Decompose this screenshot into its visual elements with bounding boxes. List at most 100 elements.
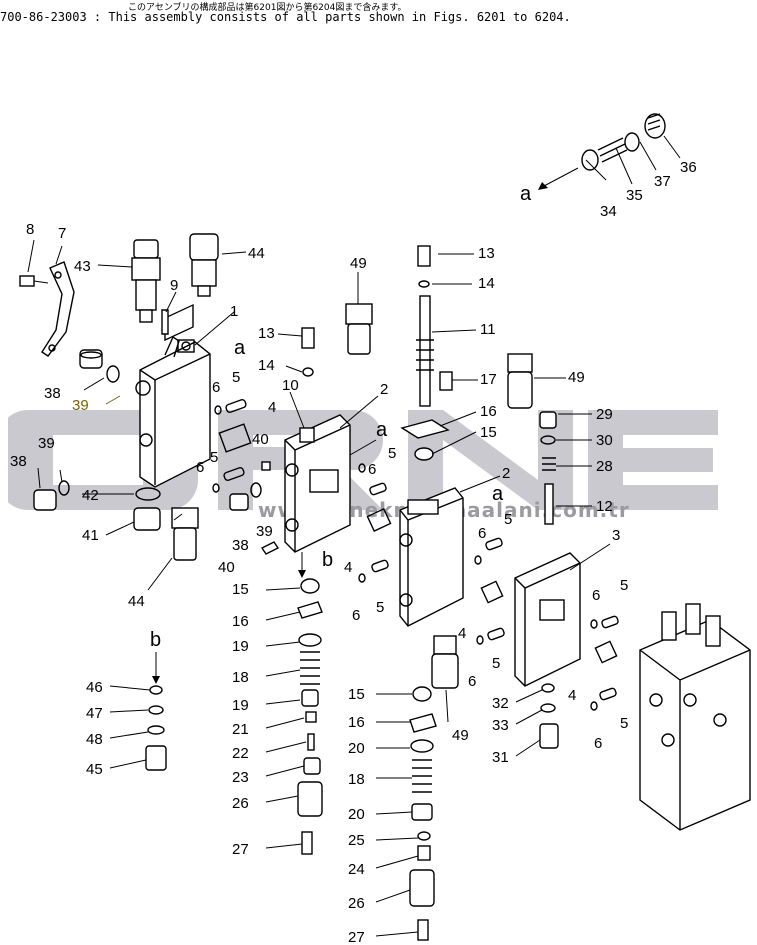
- valve-section-2: [284, 414, 351, 553]
- callout-14-a: 14: [258, 357, 275, 374]
- callout-10: 10: [282, 377, 299, 394]
- ref-a-3: a: [492, 483, 504, 505]
- callout-43: 43: [74, 258, 91, 275]
- callout-6-e: 6: [478, 525, 486, 542]
- callout-14-b: 14: [478, 275, 495, 292]
- callout-4-b: 4: [344, 559, 352, 576]
- callout-18-a: 18: [232, 669, 249, 686]
- ref-a-4: a: [520, 183, 532, 205]
- callout-9: 9: [170, 277, 178, 294]
- callout-3: 3: [612, 527, 620, 544]
- assembled-valve-thumbnail: [639, 603, 751, 831]
- callout-5-f: 5: [492, 655, 500, 672]
- callout-15-a: 15: [480, 424, 497, 441]
- callout-25: 25: [348, 832, 365, 849]
- callout-32: 32: [492, 695, 509, 712]
- callout-38-a: 38: [44, 385, 61, 402]
- callout-26-b: 26: [348, 895, 365, 912]
- callout-49-c: 49: [452, 727, 469, 744]
- callout-5-c: 5: [388, 445, 396, 462]
- callout-6-b: 6: [196, 459, 204, 476]
- callout-29: 29: [596, 406, 613, 423]
- callout-17: 17: [480, 371, 497, 388]
- callout-19-a: 19: [232, 638, 249, 655]
- callout-20-a: 20: [348, 740, 365, 757]
- callout-6-g: 6: [592, 587, 600, 604]
- callout-28: 28: [596, 458, 613, 475]
- callout-40-b: 40: [218, 559, 235, 576]
- callout-45: 45: [86, 761, 103, 778]
- callout-34: 34: [600, 203, 617, 220]
- callout-16-a: 16: [480, 403, 497, 420]
- plug-38-upper: [79, 349, 103, 369]
- callout-38-b: 38: [10, 453, 27, 470]
- valve-section-2-right: [399, 487, 464, 627]
- callout-30: 30: [596, 432, 613, 449]
- valve-49-upper-right: [507, 353, 533, 409]
- callout-6-f: 6: [468, 673, 476, 690]
- oring-39-upper: [106, 365, 120, 383]
- relief-assembly-34-37: [581, 113, 666, 171]
- ref-a-2: a: [376, 419, 388, 441]
- callout-27-a: 27: [232, 841, 249, 858]
- leader-lines: [27, 135, 681, 937]
- callout-16-c: 16: [348, 714, 365, 731]
- callout-42: 42: [82, 487, 99, 504]
- oring-42: [135, 487, 161, 501]
- callout-4-a: 4: [268, 399, 276, 416]
- ref-b-1: b: [322, 549, 333, 571]
- callout-23: 23: [232, 769, 249, 786]
- ref-a-1: a: [234, 337, 246, 359]
- valve-body-1: [135, 303, 211, 488]
- callout-35: 35: [626, 187, 643, 204]
- valve-section-3: [514, 552, 581, 687]
- callout-40-a: 40: [252, 431, 269, 448]
- callout-7: 7: [58, 225, 66, 242]
- relief-valve-44-lower: [171, 507, 199, 561]
- spool-stack-left: [297, 578, 323, 855]
- callout-5-h: 5: [620, 715, 628, 732]
- callout-44-a: 44: [248, 245, 265, 262]
- callout-5-a: 5: [232, 369, 240, 386]
- callout-15-b: 15: [232, 581, 249, 598]
- callout-6-c: 6: [368, 461, 376, 478]
- callout-16-b: 16: [232, 613, 249, 630]
- plug-stack-45-48: [145, 685, 167, 771]
- callout-4-d: 4: [568, 687, 576, 704]
- callout-39-a: 39: [72, 397, 89, 414]
- japanese-note: このアセンブリの構成部品は第6201図から第6204図まで含みます。: [128, 3, 407, 13]
- callout-39-c: 39: [256, 523, 273, 540]
- ref-b-2: b: [150, 629, 161, 651]
- callout-11: 11: [480, 321, 496, 338]
- callout-18-b: 18: [348, 771, 365, 788]
- callout-labels: 1 2 2 3 4 4 4 4 5 5 5 5 5 5 5 5 6 6 6 6 …: [10, 159, 697, 945]
- callout-21: 21: [232, 721, 249, 738]
- bolt-8: [19, 275, 49, 287]
- callout-47: 47: [86, 705, 103, 722]
- callout-27-b: 27: [348, 929, 365, 945]
- callout-33: 33: [492, 717, 509, 734]
- relief-valve-44-upper: [189, 233, 219, 297]
- callout-1: 1: [230, 303, 238, 320]
- callout-44-b: 44: [128, 593, 145, 610]
- callout-38-c: 38: [232, 537, 249, 554]
- spool-11: [416, 245, 434, 407]
- callout-5-d: 5: [376, 599, 384, 616]
- callout-49-a: 49: [350, 255, 367, 272]
- valve-49-left: [345, 303, 373, 355]
- callout-5-e: 5: [504, 511, 512, 528]
- callout-37: 37: [654, 173, 671, 190]
- callout-15-c: 15: [348, 686, 365, 703]
- valve-49-lower-right: [431, 635, 459, 689]
- callout-49-b: 49: [568, 369, 585, 386]
- callout-31: 31: [492, 749, 509, 766]
- callout-46: 46: [86, 679, 103, 696]
- callout-6-a: 6: [212, 379, 220, 396]
- bracket-7: [41, 261, 75, 357]
- callout-5-g: 5: [620, 577, 628, 594]
- callout-48: 48: [86, 731, 103, 748]
- callout-26-a: 26: [232, 795, 249, 812]
- callout-6-d: 6: [352, 607, 360, 624]
